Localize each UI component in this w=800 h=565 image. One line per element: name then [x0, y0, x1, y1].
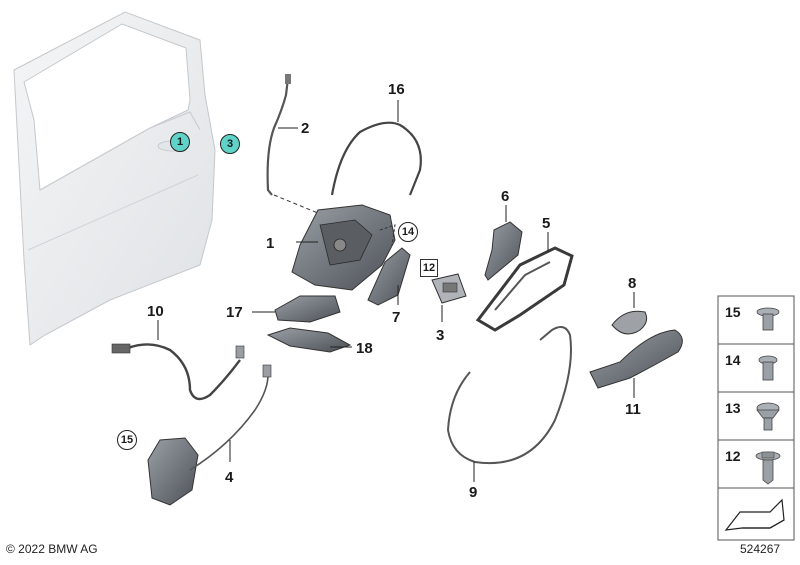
handle-carrier-5 — [475, 232, 574, 332]
label-10: 10 — [147, 303, 164, 320]
bracket-18 — [266, 327, 352, 353]
bowden-cable-2 — [266, 74, 331, 219]
label-4: 4 — [225, 469, 234, 486]
legend-num-13: 13 — [725, 400, 741, 416]
torx-flat-head-screw-icon — [756, 307, 780, 331]
callout-door-1: 1 — [170, 132, 190, 152]
label-9: 9 — [469, 484, 478, 501]
bracket-7 — [367, 247, 411, 306]
label-11: 11 — [625, 401, 641, 418]
diagram-id: 524267 — [740, 542, 781, 556]
legend-num-15: 15 — [725, 304, 741, 320]
outer-handle-11 — [589, 329, 683, 398]
rear-door-panel — [13, 11, 216, 346]
hex-collar-screw-icon — [755, 451, 781, 485]
orientation-arrow-icon — [724, 498, 785, 531]
copyright-text: © 2022 BMW AG — [6, 542, 98, 556]
callout-door-3: 3 — [220, 134, 240, 154]
label-6: 6 — [501, 188, 510, 205]
bracket-17 — [252, 295, 341, 323]
lock-cover-8 — [611, 292, 648, 335]
label-18: 18 — [356, 340, 373, 357]
bowden-cable-10 — [111, 320, 245, 401]
legend-num-12: 12 — [725, 448, 741, 464]
callout-15: 15 — [117, 430, 137, 450]
legend-num-14: 14 — [725, 352, 741, 368]
actuator-15 — [147, 364, 272, 506]
connecting-rod-16 — [330, 100, 422, 196]
door-lock-1 — [291, 204, 396, 291]
striker-3 — [431, 273, 467, 322]
label-2: 2 — [301, 120, 310, 137]
torx-pan-head-screw-icon — [758, 355, 778, 381]
label-8: 8 — [628, 275, 637, 292]
callout-14: 14 — [398, 222, 418, 242]
label-16: 16 — [388, 81, 405, 98]
fastener-legend — [717, 295, 795, 541]
bracket-6 — [484, 205, 523, 281]
label-7: 7 — [392, 309, 401, 326]
torx-countersunk-screw-icon — [756, 402, 780, 431]
label-17: 17 — [226, 304, 243, 321]
callout-12: 12 — [420, 259, 438, 277]
label-5: 5 — [542, 215, 551, 232]
label-3: 3 — [436, 327, 445, 344]
bowden-cable-9 — [446, 325, 572, 482]
label-1: 1 — [266, 235, 275, 252]
